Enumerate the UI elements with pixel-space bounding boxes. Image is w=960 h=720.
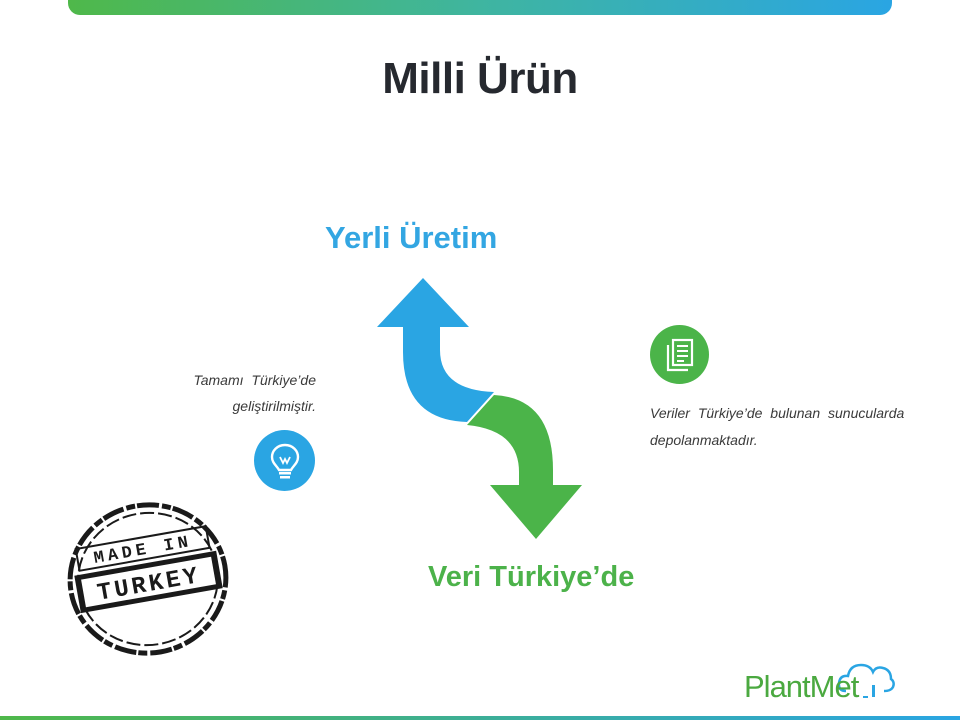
green-down-arrow (467, 395, 582, 539)
plantmet-logo: PlantMet (744, 655, 904, 707)
slide-title: Milli Ürün (382, 54, 578, 103)
label-veri-turkiyede: Veri Türkiye’de (428, 561, 635, 593)
label-yerli-uretim: Yerli Üretim (325, 220, 498, 255)
made-in-turkey-stamp: MADE IN TURKEY (67, 502, 229, 656)
lightbulb-icon (254, 430, 315, 491)
logo-text: PlantMet (744, 669, 859, 704)
document-icon (650, 325, 709, 384)
cycle-arrows (377, 278, 582, 539)
cloud-logo-icon (837, 663, 895, 698)
description-right: Veriler Türkiye’de bulunan sunucularda d… (650, 405, 905, 448)
bottom-accent-bar (0, 716, 960, 720)
top-accent-bar (68, 0, 892, 15)
blue-up-arrow (377, 278, 494, 422)
description-left: Tamamı Türkiye’de geliştirilmiştir. (193, 372, 316, 414)
